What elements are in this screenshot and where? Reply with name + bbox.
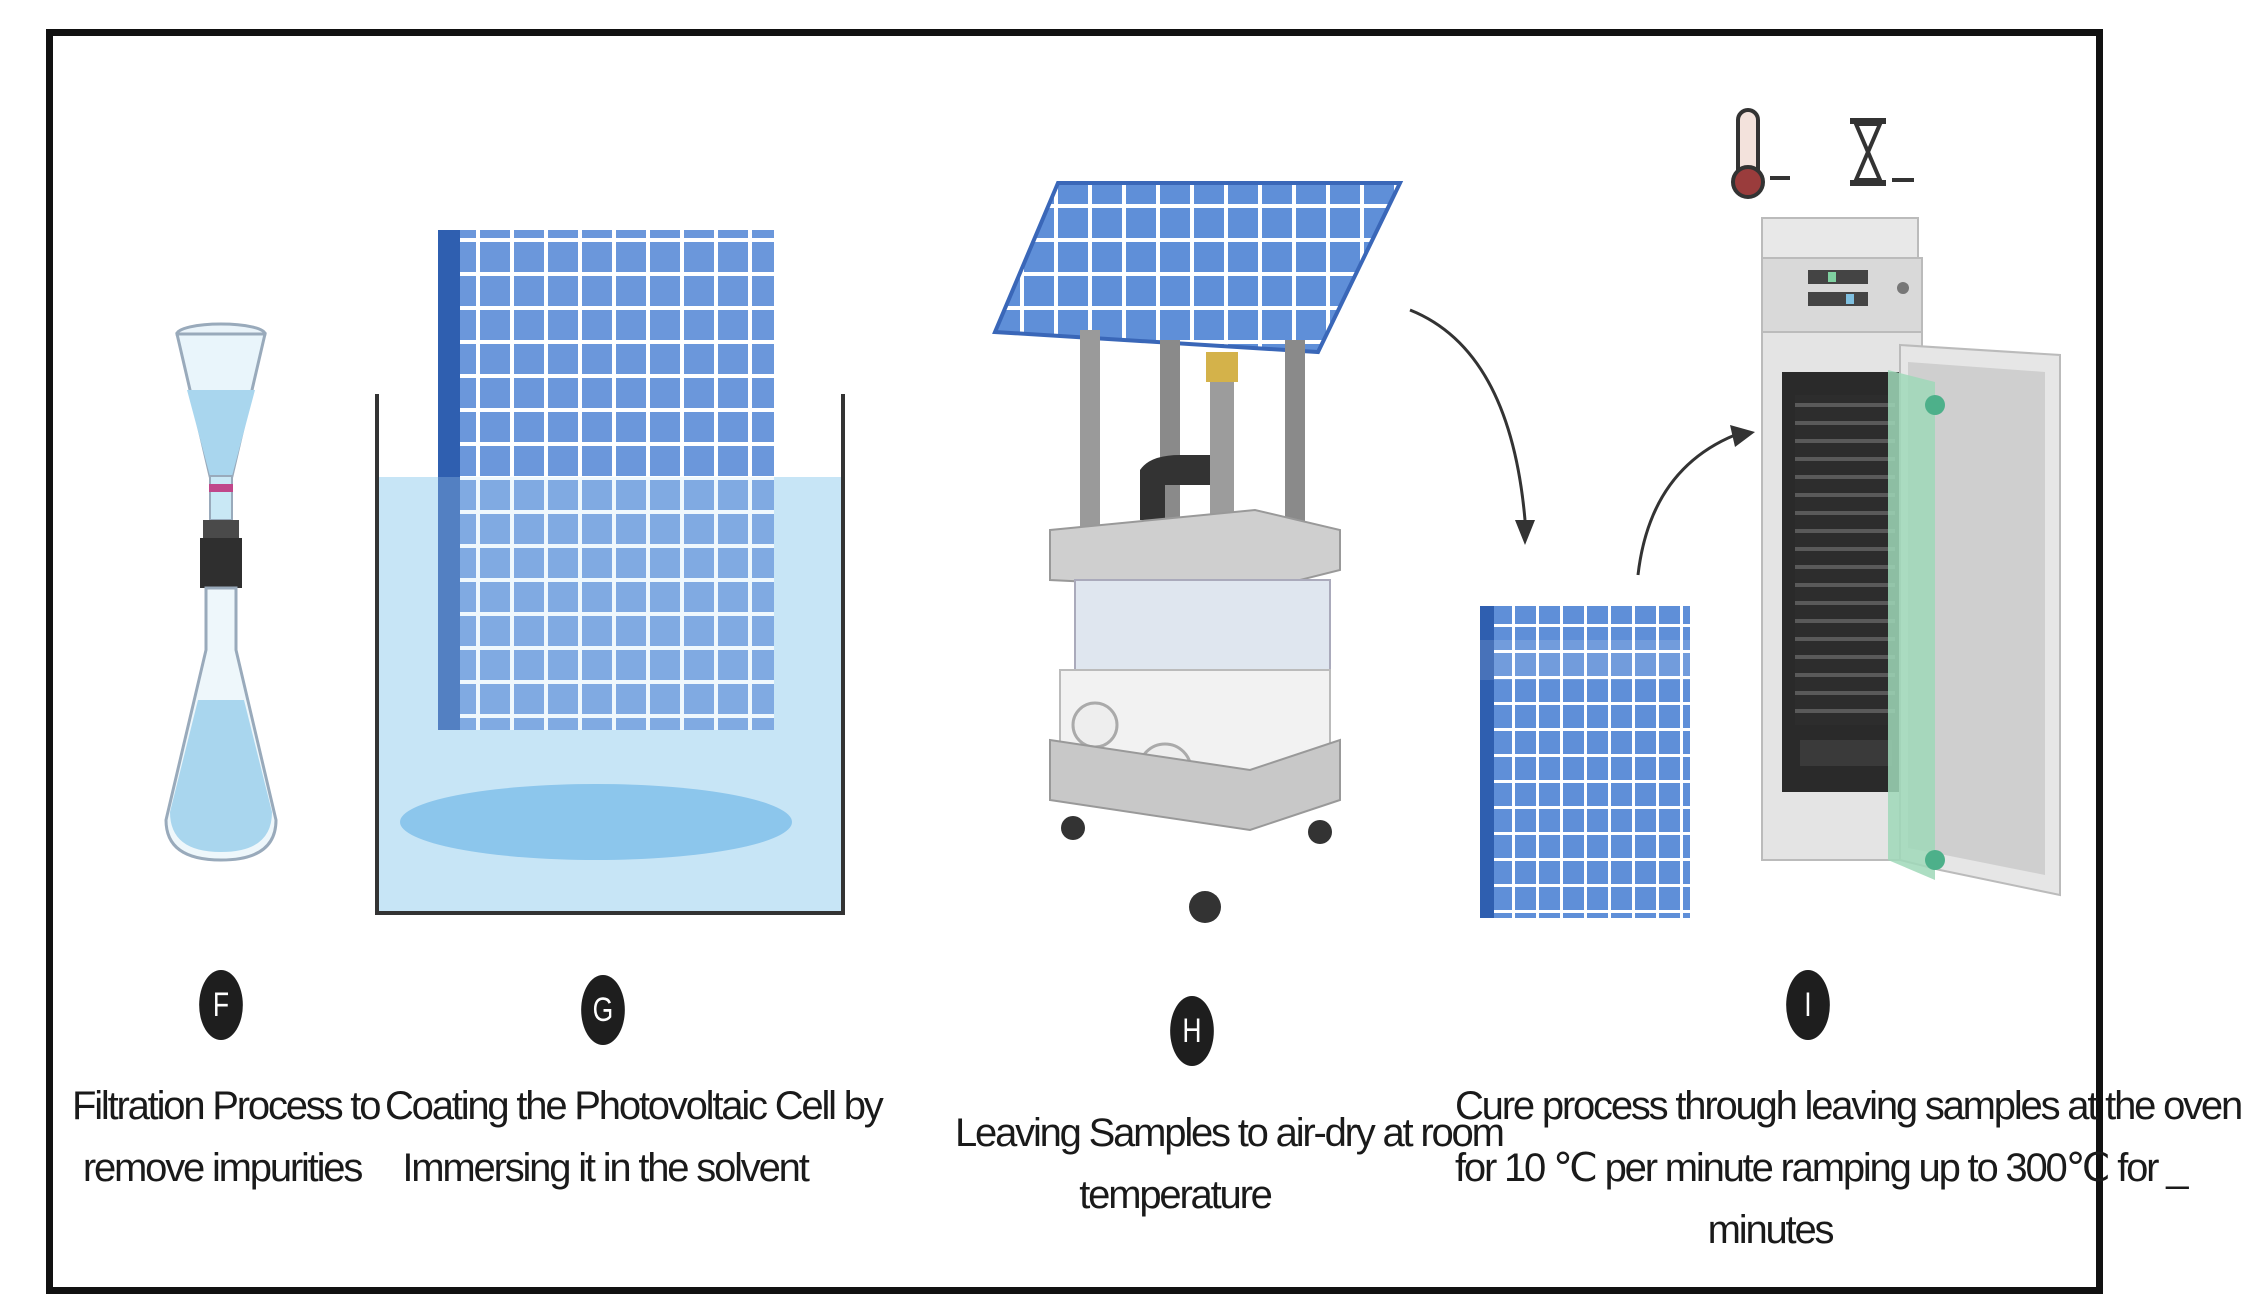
step-caption-f: Filtration Process to remove impurities	[72, 1075, 381, 1199]
caption-line: Cure process through leaving samples at …	[1455, 1084, 2241, 1128]
coated-panel	[1480, 606, 1690, 918]
step-caption-i: Cure process through leaving samples at …	[1455, 1075, 2241, 1261]
step-caption-h: Leaving Samples to air-dry at room tempe…	[955, 1102, 1505, 1226]
curing-oven	[1761, 217, 2061, 897]
step-badge-h: H	[1170, 996, 1214, 1066]
step-badge-i: I	[1786, 970, 1830, 1040]
arrow-up-head	[1730, 425, 1755, 447]
caption-line: Filtration Process to	[72, 1084, 381, 1128]
arrow-up	[1636, 433, 1736, 576]
arrow-down	[1409, 308, 1527, 521]
filtration-flask	[164, 322, 278, 862]
caption-line: Immersing it in the solvent	[402, 1146, 809, 1190]
caption-line: remove impurities	[82, 1146, 363, 1190]
caption-line: Coating the Photovoltaic Cell by	[385, 1084, 884, 1128]
step-caption-g: Coating the Photovoltaic Cell by Immersi…	[385, 1075, 884, 1199]
caption-line: for 10 ℃ per minute ramping up to 300℃ f…	[1455, 1146, 2188, 1190]
immersion-bath	[375, 230, 845, 915]
caption-line: Leaving Samples to air-dry at room	[955, 1111, 1505, 1155]
hourglass-icon	[1850, 118, 1914, 186]
arrow-down-head	[1515, 520, 1535, 545]
caption-line: minutes	[1707, 1208, 1835, 1252]
caption-line: temperature	[1079, 1173, 1273, 1217]
step-badge-g: G	[581, 975, 625, 1045]
drying-rack	[992, 181, 1404, 923]
process-illustration	[164, 108, 2061, 923]
step-badge-f: F	[199, 970, 243, 1040]
thermometer-icon	[1731, 108, 1790, 199]
